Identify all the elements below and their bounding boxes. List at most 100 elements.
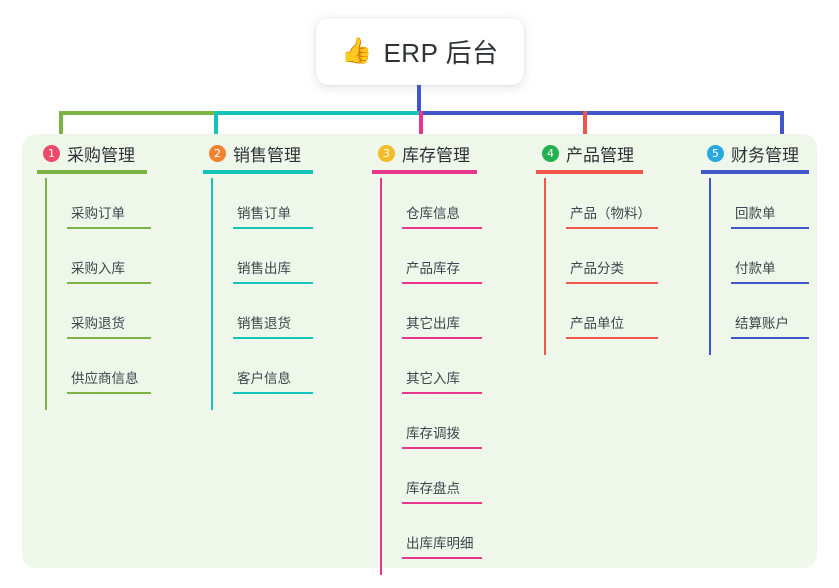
list-item-label: 其它出库: [406, 316, 460, 331]
column-inventory: 3 库存管理仓库信息产品库存其它出库其它入库库存调拨库存盘点出库库明细: [372, 140, 482, 575]
column-purchase: 1 采购管理采购订单采购入库采购退货供应商信息: [37, 140, 151, 410]
column-badge-purchase: 1: [43, 144, 60, 162]
list-item-label: 产品分类: [570, 261, 624, 276]
list-item-label: 销售出库: [237, 261, 291, 276]
list-item[interactable]: 出库库明细: [402, 532, 482, 559]
bus-segment-green: [59, 111, 214, 115]
list-item[interactable]: 采购入库: [67, 257, 151, 284]
list-item-label: 销售订单: [237, 206, 291, 221]
list-item-label: 销售退货: [237, 316, 291, 331]
list-item-rule: [233, 392, 313, 394]
list-item-label: 库存盘点: [406, 481, 460, 496]
list-item-label: 产品（物料）: [570, 206, 651, 221]
column-badge-sales: 2: [209, 144, 226, 162]
list-item[interactable]: 销售订单: [233, 202, 313, 229]
list-item-rule: [67, 282, 151, 284]
column-title-sales: 销售管理: [233, 145, 301, 165]
list-item[interactable]: 其它出库: [402, 312, 482, 339]
list-item[interactable]: 付款单: [731, 257, 809, 284]
column-title-finance: 财务管理: [731, 145, 799, 165]
thumbs-up-icon: 👍: [341, 37, 373, 65]
root-connector-stem: [417, 85, 421, 113]
list-item[interactable]: 回款单: [731, 202, 809, 229]
list-item[interactable]: 库存盘点: [402, 477, 482, 504]
root-node-card[interactable]: 👍 ERP 后台: [316, 18, 524, 85]
list-item[interactable]: 销售出库: [233, 257, 313, 284]
diagram-panel: [22, 134, 817, 568]
list-item-rule: [402, 557, 482, 559]
list-item[interactable]: 其它入库: [402, 367, 482, 394]
column-badge-inventory: 3: [378, 144, 395, 162]
list-item-rule: [402, 447, 482, 449]
column-title-purchase: 采购管理: [67, 145, 135, 165]
column-rule-sales: [203, 170, 313, 174]
list-item-rule: [402, 502, 482, 504]
list-item-label: 库存调拨: [406, 426, 460, 441]
list-item-label: 结算账户: [735, 316, 789, 331]
list-item-rule: [402, 392, 482, 394]
column-header-product[interactable]: 4 产品管理: [536, 140, 643, 166]
column-header-inventory[interactable]: 3 库存管理: [372, 140, 477, 166]
column-title-product: 产品管理: [566, 145, 634, 165]
list-item-rule: [731, 337, 809, 339]
list-item-rule: [566, 337, 658, 339]
list-item[interactable]: 客户信息: [233, 367, 313, 394]
list-item-rule: [566, 282, 658, 284]
column-sales: 2 销售管理销售订单销售出库销售退货客户信息: [203, 140, 313, 410]
column-rule-purchase: [37, 170, 147, 174]
list-item-label: 其它入库: [406, 371, 460, 386]
column-rule-product: [536, 170, 643, 174]
list-item-rule: [233, 227, 313, 229]
column-trunk-finance: [709, 178, 711, 355]
list-item-rule: [402, 337, 482, 339]
column-product: 4 产品管理产品（物料） 产品分类产品单位: [536, 140, 658, 355]
list-item-label: 付款单: [735, 261, 776, 276]
list-item-label: 产品单位: [570, 316, 624, 331]
list-item-label: 采购退货: [71, 316, 125, 331]
column-header-finance[interactable]: 5 财务管理: [701, 140, 809, 166]
list-item-rule: [731, 282, 809, 284]
list-item-rule: [731, 227, 809, 229]
column-trunk-product: [544, 178, 546, 355]
column-trunk-purchase: [45, 178, 47, 410]
list-item-label: 仓库信息: [406, 206, 460, 221]
list-item[interactable]: 仓库信息: [402, 202, 482, 229]
list-item[interactable]: 采购退货: [67, 312, 151, 339]
column-badge-product: 4: [542, 144, 559, 162]
list-item-label: 回款单: [735, 206, 776, 221]
column-title-inventory: 库存管理: [402, 145, 470, 165]
list-item-label: 出库库明细: [406, 536, 474, 551]
root-node-title: ERP 后台: [383, 38, 499, 68]
column-header-purchase[interactable]: 1 采购管理: [37, 140, 147, 166]
list-item-label: 供应商信息: [71, 371, 139, 386]
list-item-rule: [402, 282, 482, 284]
list-item-rule: [566, 227, 658, 229]
column-trunk-inventory: [380, 178, 382, 575]
column-badge-finance: 5: [707, 144, 724, 162]
list-item-rule: [233, 282, 313, 284]
column-header-sales[interactable]: 2 销售管理: [203, 140, 313, 166]
list-item[interactable]: 销售退货: [233, 312, 313, 339]
list-item-rule: [67, 392, 151, 394]
list-item[interactable]: 库存调拨: [402, 422, 482, 449]
column-rule-finance: [701, 170, 809, 174]
list-item[interactable]: 产品单位: [566, 312, 658, 339]
bus-segment-blue: [419, 111, 780, 115]
list-item-label: 采购入库: [71, 261, 125, 276]
list-item[interactable]: 结算账户: [731, 312, 809, 339]
list-item[interactable]: 产品（物料）: [566, 202, 658, 229]
column-rule-inventory: [372, 170, 477, 174]
list-item[interactable]: 产品分类: [566, 257, 658, 284]
list-item-rule: [233, 337, 313, 339]
list-item-rule: [67, 337, 151, 339]
list-item-label: 产品库存: [406, 261, 460, 276]
list-item[interactable]: 供应商信息: [67, 367, 151, 394]
list-item-label: 采购订单: [71, 206, 125, 221]
list-item-rule: [67, 227, 151, 229]
list-item-rule: [402, 227, 482, 229]
column-trunk-sales: [211, 178, 213, 410]
bus-segment-teal: [214, 111, 419, 115]
list-item-label: 客户信息: [237, 371, 291, 386]
list-item[interactable]: 采购订单: [67, 202, 151, 229]
list-item[interactable]: 产品库存: [402, 257, 482, 284]
